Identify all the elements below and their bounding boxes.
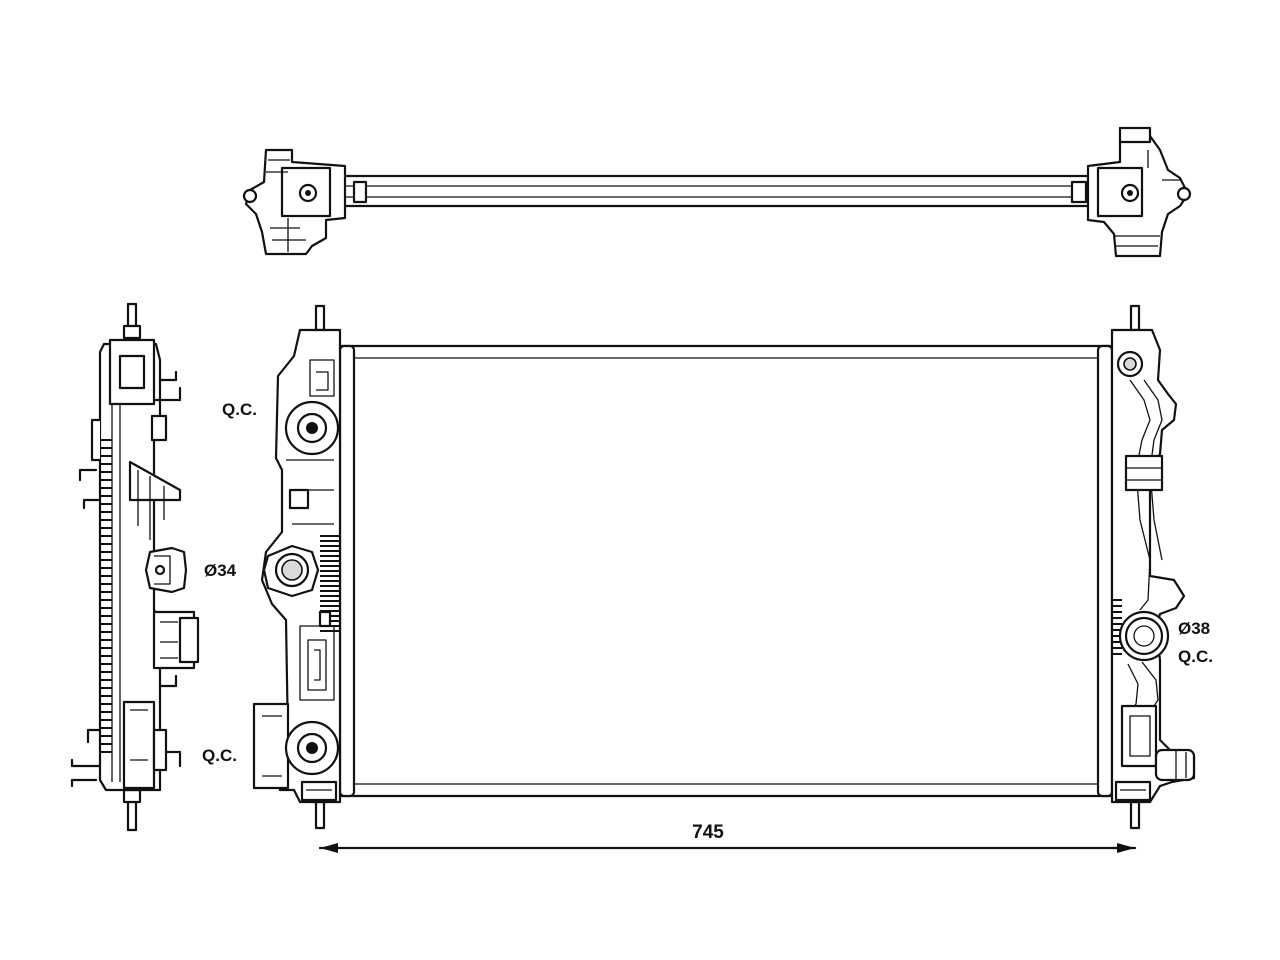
qc-bottom-left-label: Q.C. <box>202 746 237 765</box>
width-dimension-label: 745 <box>692 822 724 843</box>
top-view <box>242 126 1192 258</box>
top-view-right-tank <box>1070 126 1192 258</box>
front-left-top-pin <box>314 304 326 332</box>
radiator-core-frame <box>338 344 1112 798</box>
top-view-core-bar <box>336 174 1094 208</box>
right-tank <box>1110 328 1196 804</box>
width-dimension-line <box>318 843 1137 853</box>
inlet-diameter-label: Ø34 <box>204 561 237 580</box>
front-right-top-pin <box>1129 304 1141 332</box>
front-view <box>252 304 1196 853</box>
side-view-bottom-pin <box>126 798 138 832</box>
front-right-bottom-pin <box>1129 800 1141 830</box>
top-view-left-tank <box>242 148 368 256</box>
left-bottom-quick-connector <box>252 702 340 790</box>
front-left-bottom-pin <box>314 800 326 830</box>
outlet-diameter-label: Ø38 <box>1178 619 1210 638</box>
side-view-inlet-spigot <box>144 546 188 594</box>
qc-top-left-label: Q.C. <box>222 400 257 419</box>
left-inlet-port <box>262 544 320 598</box>
qc-right-label: Q.C. <box>1178 647 1213 666</box>
side-view-top-pin <box>126 302 138 330</box>
right-outlet-port <box>1118 610 1170 662</box>
left-top-quick-connector <box>284 400 340 456</box>
side-view <box>70 302 200 832</box>
left-tank <box>252 328 342 804</box>
